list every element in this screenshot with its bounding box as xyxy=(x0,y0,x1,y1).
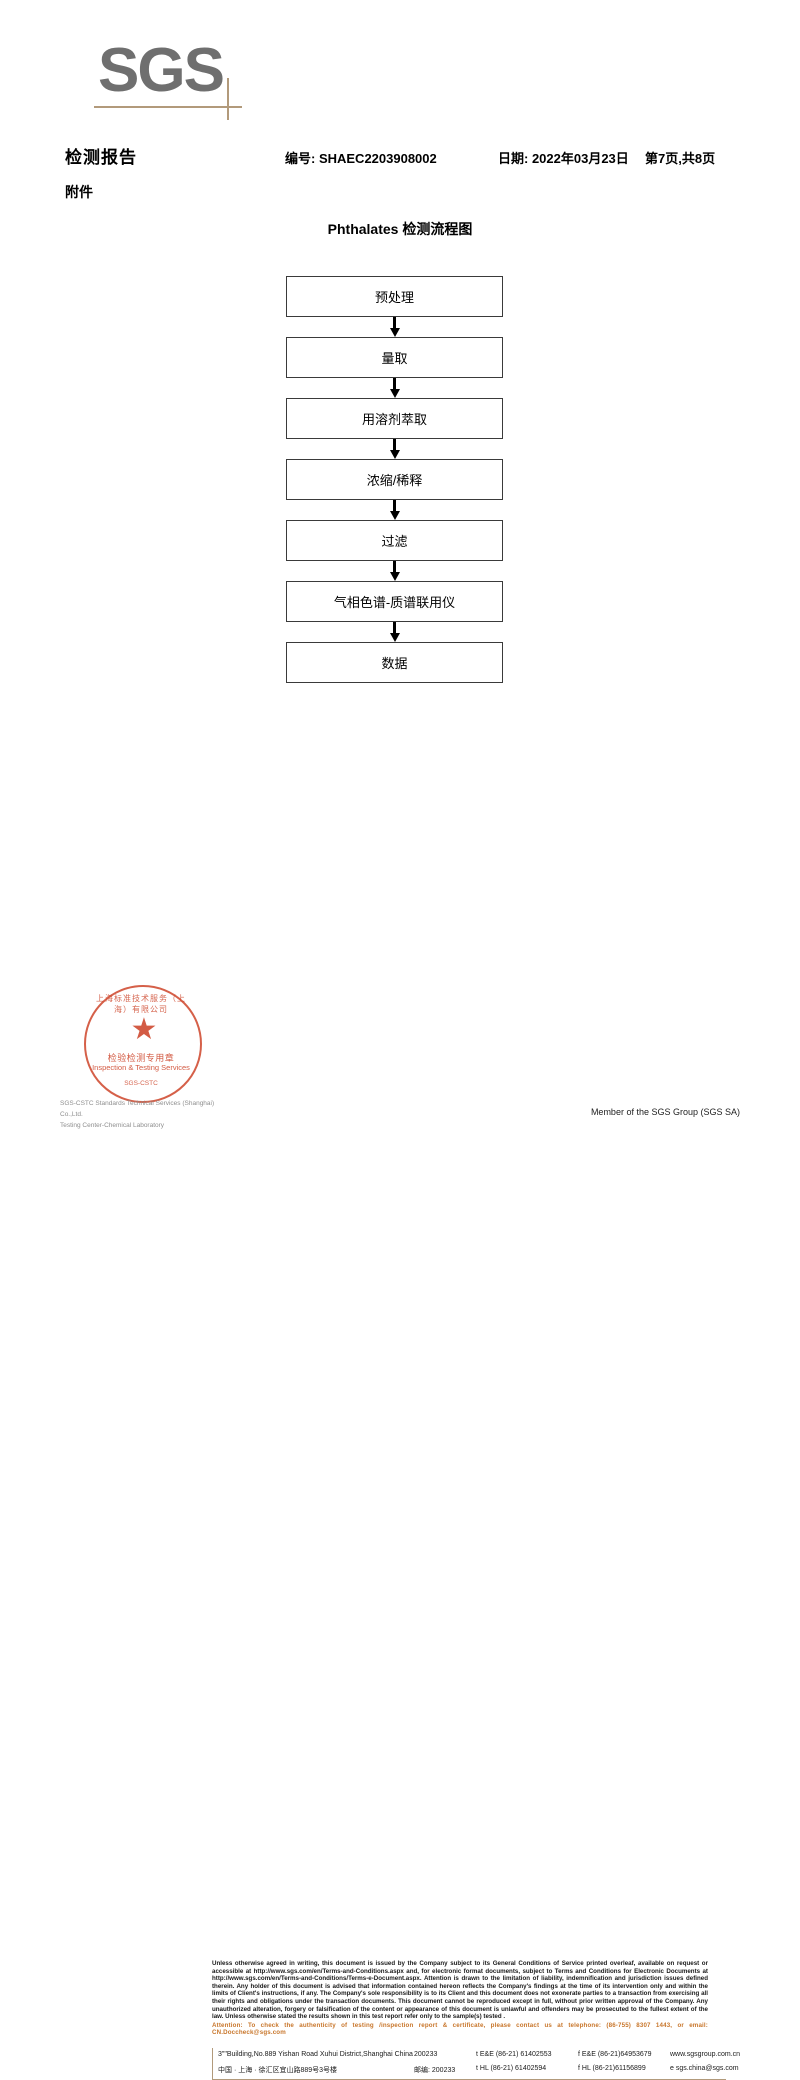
address-en: 3""Building,No.889 Yishan Road Xuhui Dis… xyxy=(218,2051,413,2058)
arrow-head xyxy=(389,328,400,337)
page-title: 检测报告 xyxy=(65,148,137,167)
report-date: 日期: 2022年03月23日 xyxy=(498,151,629,166)
arrow-head xyxy=(389,633,400,642)
arrow-head xyxy=(389,389,400,398)
arrow-head xyxy=(389,572,400,581)
logo-horizontal-rule xyxy=(94,106,242,108)
flow-node-pretreatment: 预处理 xyxy=(286,276,503,317)
address-row-cn: 中国 · 上海 · 徐汇区宜山路889号3号楼 邮编: 200233 t HL … xyxy=(218,2065,739,2079)
sgs-logo: SGS xyxy=(94,36,248,120)
arrow-head xyxy=(389,511,400,520)
flow-node-measure: 量取 xyxy=(286,337,503,378)
flow-node-gcms: 气相色谱-质谱联用仪 xyxy=(286,581,503,622)
arrow-shaft xyxy=(393,561,396,574)
flow-arrow-3 xyxy=(286,439,503,459)
flow-arrow-2 xyxy=(286,378,503,398)
disclaimer-text: Unless otherwise agreed in writing, this… xyxy=(212,1960,708,2021)
fax-ee: f E&E (86-21)64953679 xyxy=(578,2051,652,2058)
member-notice: Member of the SGS Group (SGS SA) xyxy=(590,1107,740,1117)
flow-node-data: 数据 xyxy=(286,642,503,683)
flow-node-solvent-extraction: 用溶剂萃取 xyxy=(286,398,503,439)
sgs-logo-text: SGS xyxy=(98,36,225,105)
zip-en: 200233 xyxy=(414,2051,438,2058)
zip-cn: 邮编: 200233 xyxy=(414,2067,456,2074)
fax-hl: f HL (86-21)61156899 xyxy=(578,2065,646,2072)
telephone-hl: t HL (86-21) 61402594 xyxy=(476,2065,547,2072)
flowchart-title: Phthalates 检测流程图 xyxy=(327,221,473,237)
arrow-shaft xyxy=(393,500,396,513)
company-name-watermark: SGS-CSTC Standards Technical Services (S… xyxy=(60,1098,230,1131)
seal-en-text: Inspection & Testing Services xyxy=(92,1063,190,1072)
address-row-en: 3""Building,No.889 Yishan Road Xuhui Dis… xyxy=(218,2051,740,2065)
page-indicator: 第7页,共8页 xyxy=(645,151,716,166)
flow-arrow-4 xyxy=(286,500,503,520)
seal-arc-top-text: 上海标准技术服务（上海）有限公司 xyxy=(96,994,186,1014)
seal-arc-bottom-text: SGS-CSTC xyxy=(124,1080,158,1087)
address-block: 3""Building,No.889 Yishan Road Xuhui Dis… xyxy=(212,2048,740,2080)
company-name-line2: Testing Center-Chemical Laboratory xyxy=(60,1122,165,1129)
company-name-line1: SGS-CSTC Standards Technical Services (S… xyxy=(60,1100,215,1118)
report-number: 编号: SHAEC2203908002 xyxy=(285,151,437,166)
arrow-shaft xyxy=(393,622,396,635)
seal-cn-text: 检验检测专用章 xyxy=(107,1053,175,1063)
arrow-head xyxy=(389,450,400,459)
telephone-ee: t E&E (86-21) 61402553 xyxy=(476,2051,552,2058)
seal-ring xyxy=(84,985,202,1103)
address-cn: 中国 · 上海 · 徐汇区宜山路889号3号楼 xyxy=(218,2067,338,2074)
flow-arrow-6 xyxy=(286,622,503,642)
flow-arrow-1 xyxy=(286,317,503,337)
logo-vertical-tick xyxy=(227,78,229,120)
arrow-shaft xyxy=(393,378,396,391)
arrow-shaft xyxy=(393,317,396,330)
flow-node-concentrate-dilute: 浓缩/稀释 xyxy=(286,459,503,500)
flowchart: 预处理 量取 用溶剂萃取 浓缩/稀释 过滤 气相色谱-质谱联用仪 数据 xyxy=(286,276,503,683)
flow-arrow-5 xyxy=(286,561,503,581)
arrow-shaft xyxy=(393,439,396,452)
attention-notice: Attention: To check the authenticity of … xyxy=(212,2021,708,2037)
official-seal-stamp: 上海标准技术服务（上海）有限公司 ★ 检验检测专用章 Inspection & … xyxy=(84,985,204,1105)
email-link[interactable]: e sgs.china@sgs.com xyxy=(670,2065,739,2072)
attachment-label: 附件 xyxy=(65,184,93,200)
legal-disclaimer: Unless otherwise agreed in writing, this… xyxy=(212,1960,708,2037)
star-icon: ★ xyxy=(130,1013,158,1046)
address-separator xyxy=(212,2048,213,2080)
flow-node-filtration: 过滤 xyxy=(286,520,503,561)
website-link[interactable]: www.sgsgroup.com.cn xyxy=(670,2051,741,2058)
